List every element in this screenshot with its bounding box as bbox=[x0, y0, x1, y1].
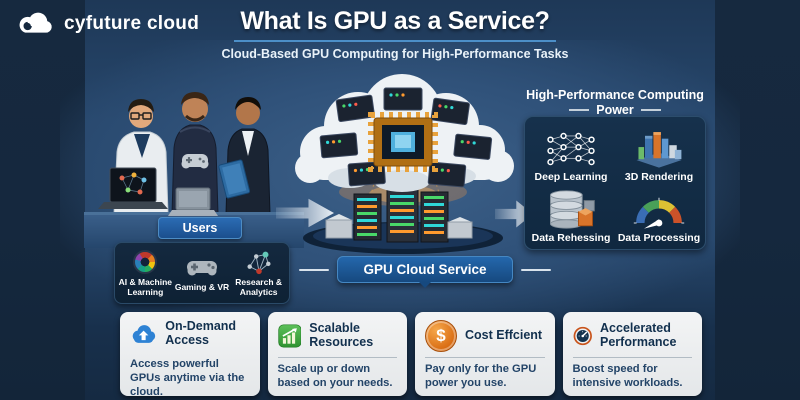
title-dash bbox=[640, 109, 661, 111]
brand-name: cyfuture cloud bbox=[64, 12, 200, 34]
user-type-label: Research & Analytics bbox=[235, 276, 283, 297]
storage-boxes bbox=[325, 214, 473, 239]
hpc-panel: Deep Learning 3D Rendering bbox=[524, 116, 706, 250]
gamepad-icon bbox=[186, 260, 217, 276]
badge-dash bbox=[299, 269, 329, 271]
hpc-item-3d-rendering: 3D Rendering bbox=[615, 122, 703, 183]
benefit-title: Scalable Resources bbox=[309, 321, 374, 349]
server-racks bbox=[325, 183, 473, 243]
title-underline bbox=[234, 40, 556, 42]
deep-learning-icon bbox=[547, 132, 595, 165]
gpu-cloud-service-badge: GPU Cloud Service bbox=[337, 256, 513, 288]
user-type-gaming-vr: Gaming & VR bbox=[174, 254, 230, 293]
benefit-title: Accelerated Performance bbox=[600, 321, 677, 349]
benefit-card-performance: Accelerated Performance Boost speed for … bbox=[562, 312, 702, 396]
card-divider bbox=[277, 357, 397, 358]
growth-chart-icon bbox=[277, 324, 301, 348]
hpc-item-deep-learning: Deep Learning bbox=[527, 122, 615, 183]
laptop-neural-network bbox=[98, 167, 168, 209]
hpc-item-label: Data Rehessing bbox=[531, 232, 611, 244]
user-type-research: Research & Analytics bbox=[231, 249, 287, 298]
benefit-card-on-demand: On-Demand Access Access powerful GPUs an… bbox=[120, 312, 260, 398]
title-dash bbox=[569, 109, 590, 111]
benefit-card-scalable: Scalable Resources Scale up or down base… bbox=[267, 312, 407, 396]
hpc-title: High-Performance Computing Power bbox=[526, 88, 704, 117]
cloud-upload-icon bbox=[132, 325, 156, 343]
tablet bbox=[218, 159, 251, 199]
brand-logo: cyfuture cloud bbox=[16, 10, 199, 37]
ai-ml-icon bbox=[133, 249, 158, 274]
benefit-desc: Pay only for the GPU power you use. bbox=[425, 363, 537, 389]
gpu-chips bbox=[319, 87, 493, 188]
badge-dash bbox=[521, 269, 551, 271]
hpc-item-label: Data Processing bbox=[617, 232, 701, 244]
research-network-icon bbox=[247, 251, 271, 274]
benefit-title: Cost Effcient bbox=[465, 328, 543, 343]
hoodie-gamepad-graphic bbox=[181, 154, 209, 169]
user-type-label: Gaming & VR bbox=[174, 281, 230, 292]
page-subtitle: Cloud-Based GPU Computing for High-Perfo… bbox=[221, 47, 569, 61]
users-section-label: Users bbox=[158, 217, 242, 239]
hpc-item-data-processing: Data Processing bbox=[615, 184, 703, 244]
gray-laptop bbox=[168, 187, 218, 216]
page-title: What Is GPU as a Service? bbox=[240, 7, 550, 35]
speedometer-icon bbox=[573, 326, 592, 346]
3d-rendering-icon bbox=[636, 131, 682, 168]
benefit-title: On-Demand Access bbox=[165, 319, 237, 347]
dollar-coin-icon: $ bbox=[425, 320, 457, 352]
hpc-item-label: 3D Rendering bbox=[624, 170, 694, 183]
gauge-icon bbox=[633, 197, 685, 229]
cloud-logo-icon bbox=[19, 12, 52, 33]
data-storage-icon bbox=[550, 190, 595, 229]
person-businessman bbox=[218, 97, 271, 215]
header-title-block: What Is GPU as a Service? Cloud-Based GP… bbox=[185, 7, 605, 61]
benefit-desc: Scale up or down based on your needs. bbox=[277, 363, 393, 389]
gpu-cloud-illustration bbox=[295, 74, 514, 254]
central-gpu-chip bbox=[368, 112, 438, 172]
benefit-desc: Boost speed for intensive workloads. bbox=[572, 363, 683, 389]
benefits-row: On-Demand Access Access powerful GPUs an… bbox=[120, 312, 702, 398]
users-icons-panel: AI & Machine Learning Gaming & VR bbox=[114, 242, 290, 304]
user-type-ai-ml: AI & Machine Learning bbox=[117, 249, 173, 298]
hpc-item-label: Deep Learning bbox=[534, 170, 608, 183]
hpc-item-data-storage: Data Rehessing bbox=[527, 184, 615, 244]
user-type-label: AI & Machine Learning bbox=[118, 276, 173, 297]
benefit-card-cost: $ Cost Effcient Pay only for the GPU pow… bbox=[415, 312, 555, 396]
card-divider bbox=[572, 357, 692, 358]
card-divider bbox=[425, 357, 545, 358]
benefit-desc: Access powerful GPUs anytime via the clo… bbox=[130, 358, 245, 398]
